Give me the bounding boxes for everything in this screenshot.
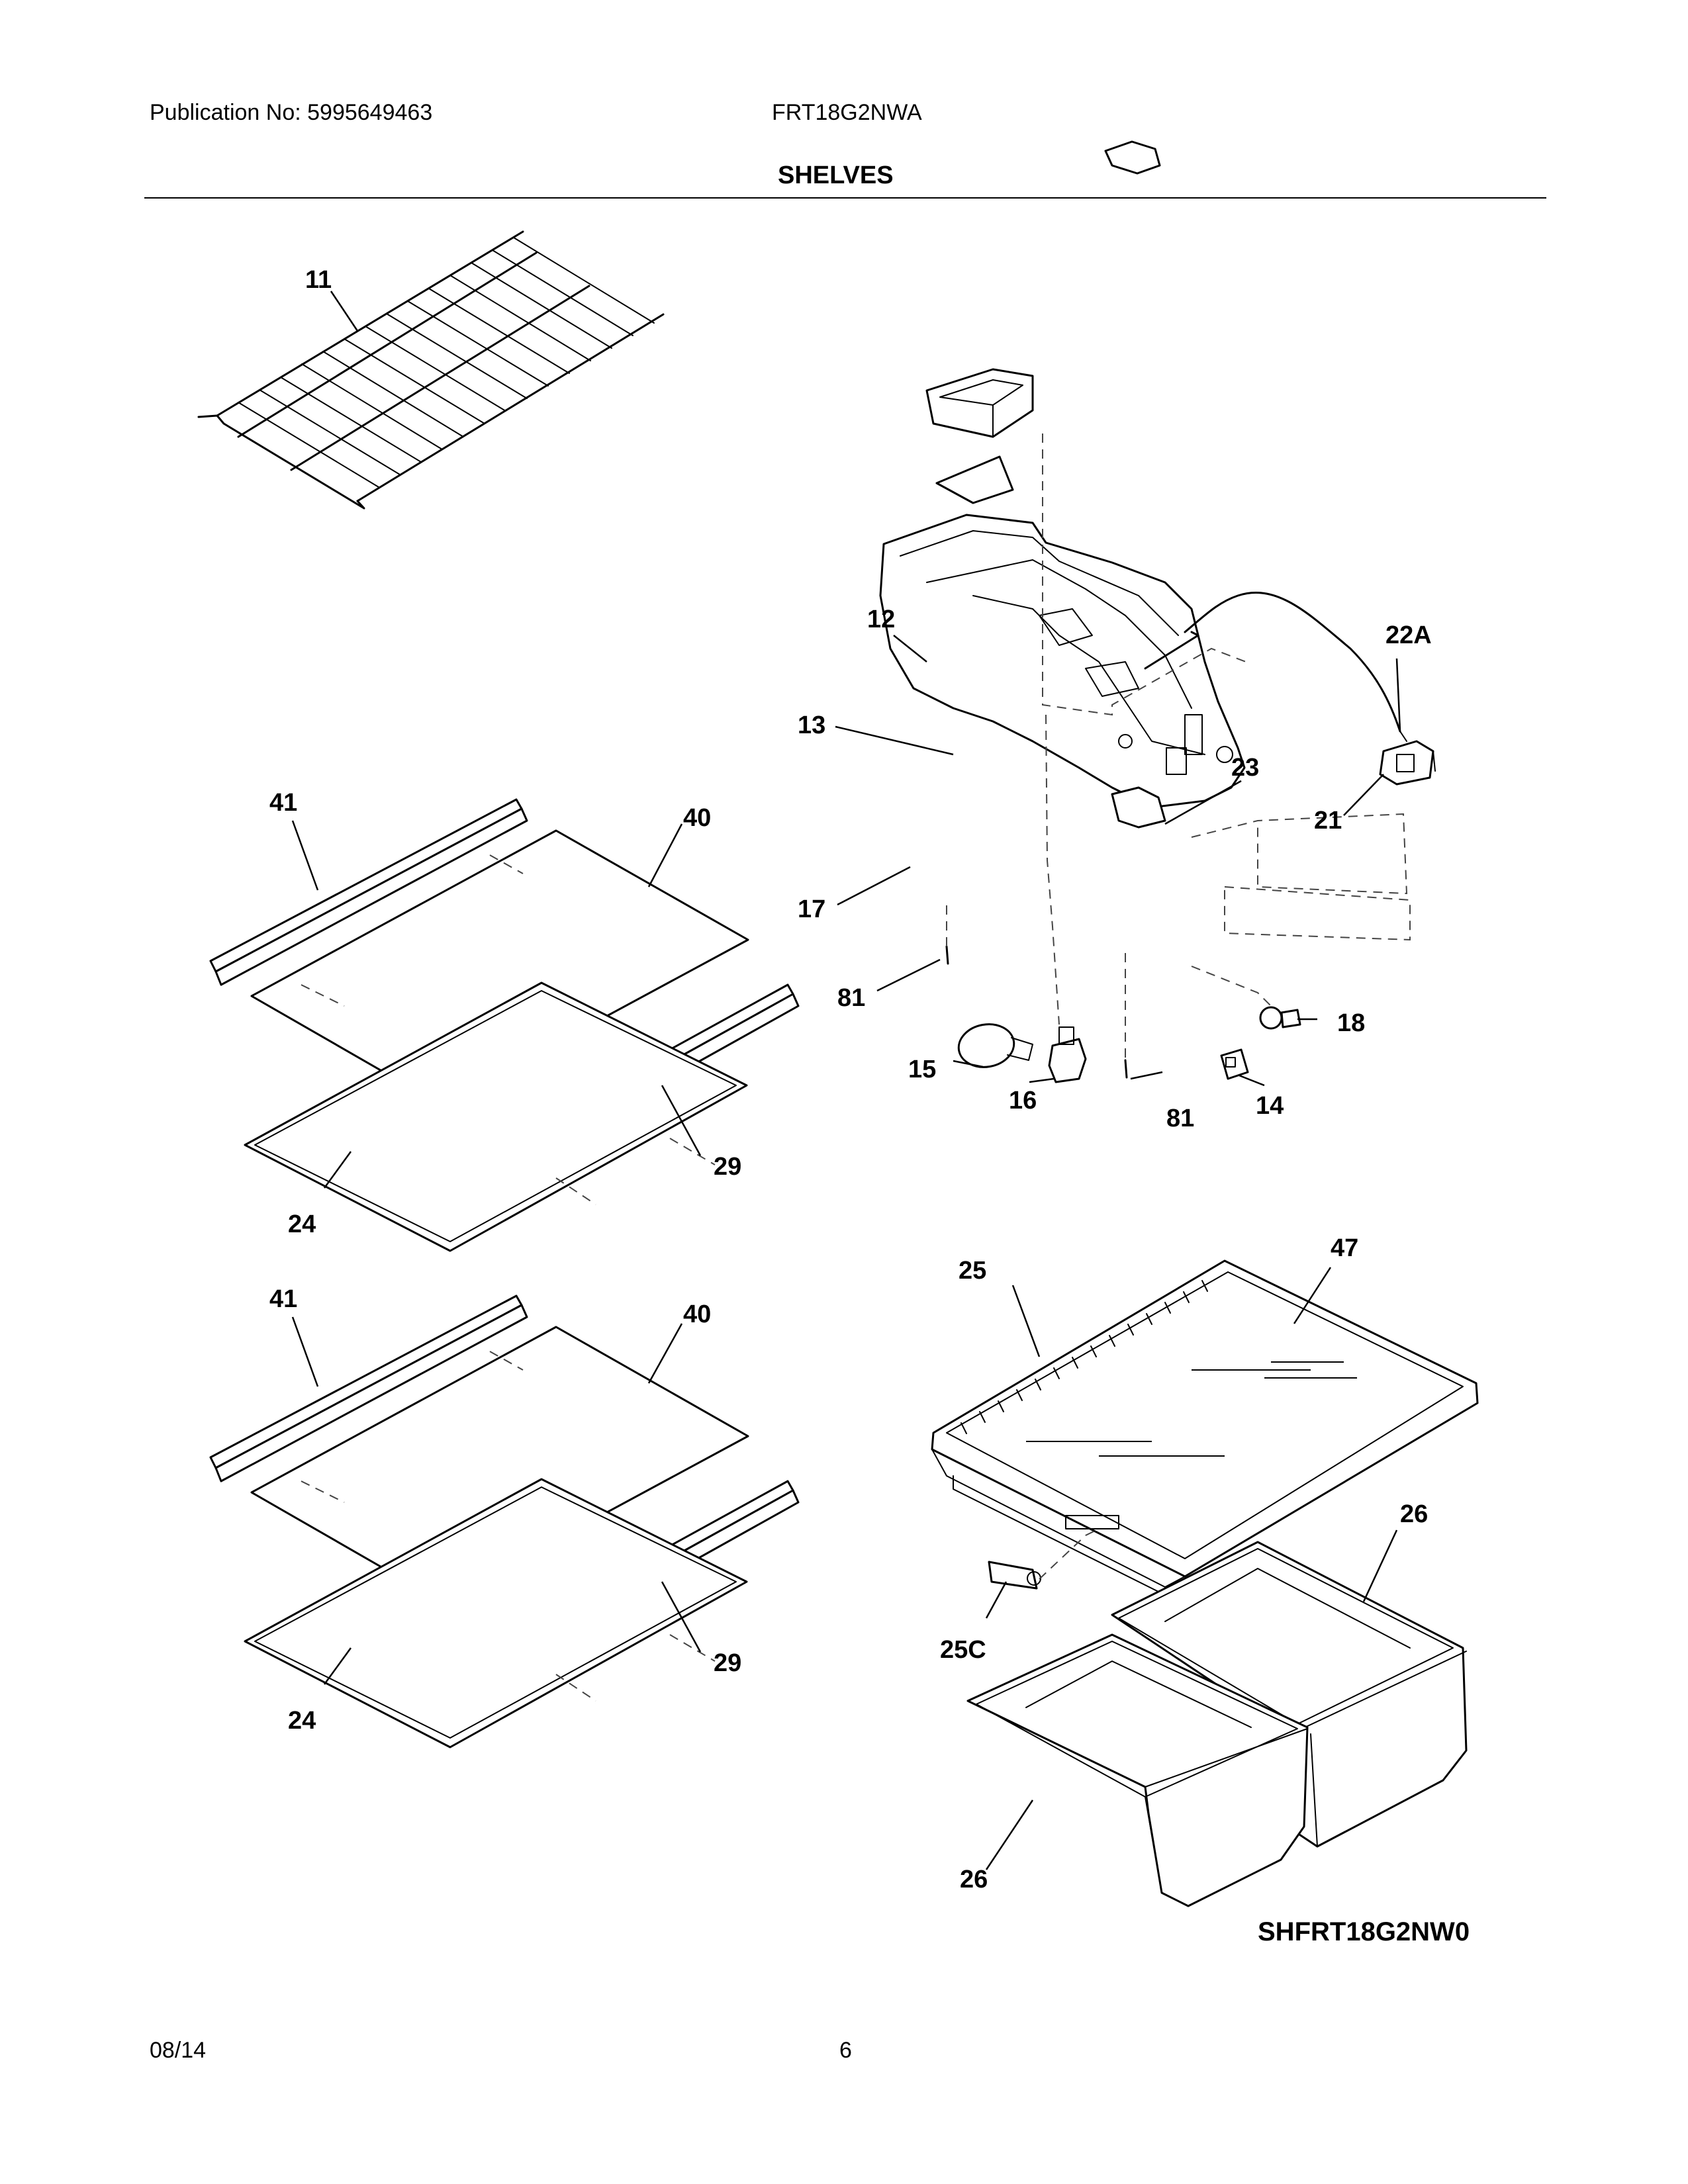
callout-crisper-cover: 25 [959,1257,986,1285]
callout-lower-rear-trim: 41 [269,1285,297,1313]
crisper-drawer-left [966,1633,1309,1907]
upper-shelf-frame [244,981,748,1252]
upper-shelf-glass [250,829,749,1107]
callout-humidity-control: 25C [940,1636,986,1664]
light-housing [879,514,1246,809]
humidity-control [988,1561,1041,1590]
callout-damper-control: 23 [1231,754,1259,782]
callout-wire-shelf: 11 [305,266,332,294]
callout-light-housing: 17 [798,895,825,923]
callouts: 11 12 13 22A 23 21 17 81 18 15 16 81 14 … [269,266,1470,1946]
light-assembly-dashes [946,433,1411,1059]
callout-light-shield: 13 [798,711,825,739]
callout-cover-insert: 47 [1331,1234,1358,1262]
callout-wire-harness: 22A [1385,621,1432,649]
callout-screw-right: 81 [1166,1105,1194,1132]
humidity-control-dash [1039,1528,1100,1580]
lower-shelf-dashes [301,1351,716,1702]
callout-control-knob: 18 [1337,1009,1365,1037]
wire-harness [1144,592,1407,742]
callout-upper-front-trim: 29 [714,1153,741,1181]
light-cover [925,368,1034,438]
screws [945,945,1128,1079]
wire-shelf [197,230,665,510]
section-title: SHELVES [778,161,894,189]
publication-number: Publication No: 5995649463 [150,100,433,125]
diagram-code: SHFRT18G2NW0 [1258,1917,1470,1946]
leader-lines [291,291,1401,1870]
cover-insert [1026,1361,1357,1457]
callout-light-bulb: 15 [908,1056,936,1083]
callout-thermostat: 21 [1314,807,1342,835]
model-number: FRT18G2NWA [772,100,922,125]
footer-date: 08/14 [150,2038,207,2063]
callout-screw-left: 81 [837,984,865,1012]
damper-control [1104,140,1166,829]
thermostat [1379,740,1436,786]
callout-lower-front-trim: 29 [714,1649,741,1677]
lower-shelf-rear-trim [209,1295,528,1482]
callout-light-switch: 14 [1256,1092,1284,1120]
callout-upper-glass: 40 [683,804,711,832]
light-switch [1220,1048,1249,1080]
callout-drawer-left: 26 [960,1866,988,1893]
callout-light-cover: 12 [867,606,895,633]
callout-upper-rear-trim: 41 [269,789,297,817]
page-number: 6 [839,2038,852,2063]
callout-drawer-right: 26 [1400,1500,1428,1528]
lower-shelf-frame [244,1478,748,1749]
lower-shelf-glass [250,1326,749,1603]
callout-lower-glass: 40 [683,1300,711,1328]
header-divider [144,197,1546,199]
callout-lamp-socket: 16 [1009,1087,1037,1115]
control-knob [1259,1006,1301,1030]
callout-lower-frame: 24 [288,1707,316,1735]
upper-shelf-dashes [301,854,716,1205]
callout-upper-frame: 24 [288,1210,316,1238]
lamp-socket [1048,1026,1087,1083]
light-bulb [957,1023,1033,1068]
crisper-cover [931,1259,1479,1596]
upper-shelf-rear-trim [209,798,528,986]
light-shield [935,455,1014,504]
